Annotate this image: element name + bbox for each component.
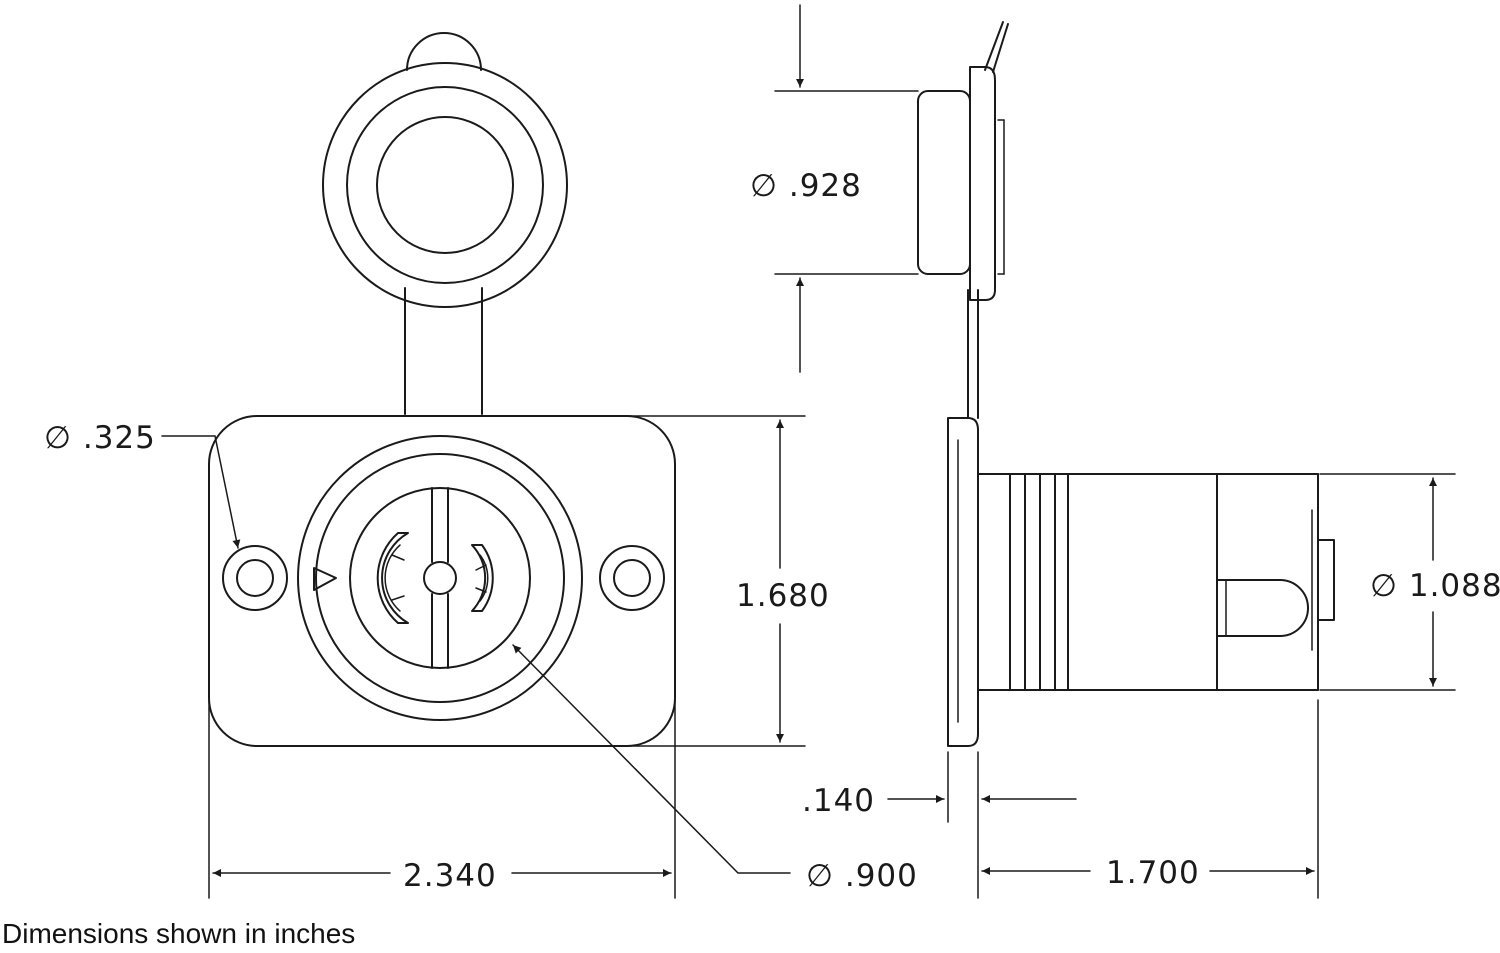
side-dimensions <box>774 4 1456 899</box>
socket-center-contact <box>423 561 457 595</box>
units-caption: Dimensions shown in inches <box>2 918 356 949</box>
dim-label-140: .140 <box>802 783 875 819</box>
socket-pointer-triangle <box>313 567 337 591</box>
dim-label-325: ∅ .325 <box>44 420 156 456</box>
mounting-plate <box>208 415 676 747</box>
cap-tab-side <box>984 21 1004 71</box>
socket-contact-right <box>471 544 494 612</box>
cap-outer-ring <box>322 62 568 308</box>
terminal-pin <box>1216 579 1309 637</box>
leader-900 <box>512 644 791 874</box>
mount-hole-left <box>222 545 288 611</box>
socket-contact-left <box>376 532 409 624</box>
terminal-tab <box>1317 539 1335 621</box>
front-dimensions <box>161 415 806 899</box>
dim-label-1700: 1.700 <box>1106 855 1200 891</box>
mount-hole-right <box>599 545 665 611</box>
side-view <box>917 21 1335 747</box>
socket-inner-ring <box>315 453 565 703</box>
dim-label-900: ∅ .900 <box>806 858 918 894</box>
cap <box>322 32 568 415</box>
flange-side <box>947 417 979 747</box>
socket <box>297 435 583 721</box>
cap-middle-ring <box>346 86 544 284</box>
socket-body-side <box>977 473 1335 691</box>
socket-bore <box>349 487 531 669</box>
dim-label-928: ∅ .928 <box>750 168 862 204</box>
dim-label-1680: 1.680 <box>736 578 830 614</box>
leader-325 <box>161 435 241 549</box>
front-view <box>208 32 676 747</box>
cap-side-body <box>969 66 996 301</box>
cap-tab <box>406 32 482 71</box>
cap-side-plug <box>917 90 971 275</box>
dim-label-2340: 2.340 <box>403 858 497 894</box>
cap-inner-ring <box>376 116 514 254</box>
socket-outer-ring <box>297 435 583 721</box>
dim-label-1088: ∅ 1.088 <box>1370 568 1500 604</box>
